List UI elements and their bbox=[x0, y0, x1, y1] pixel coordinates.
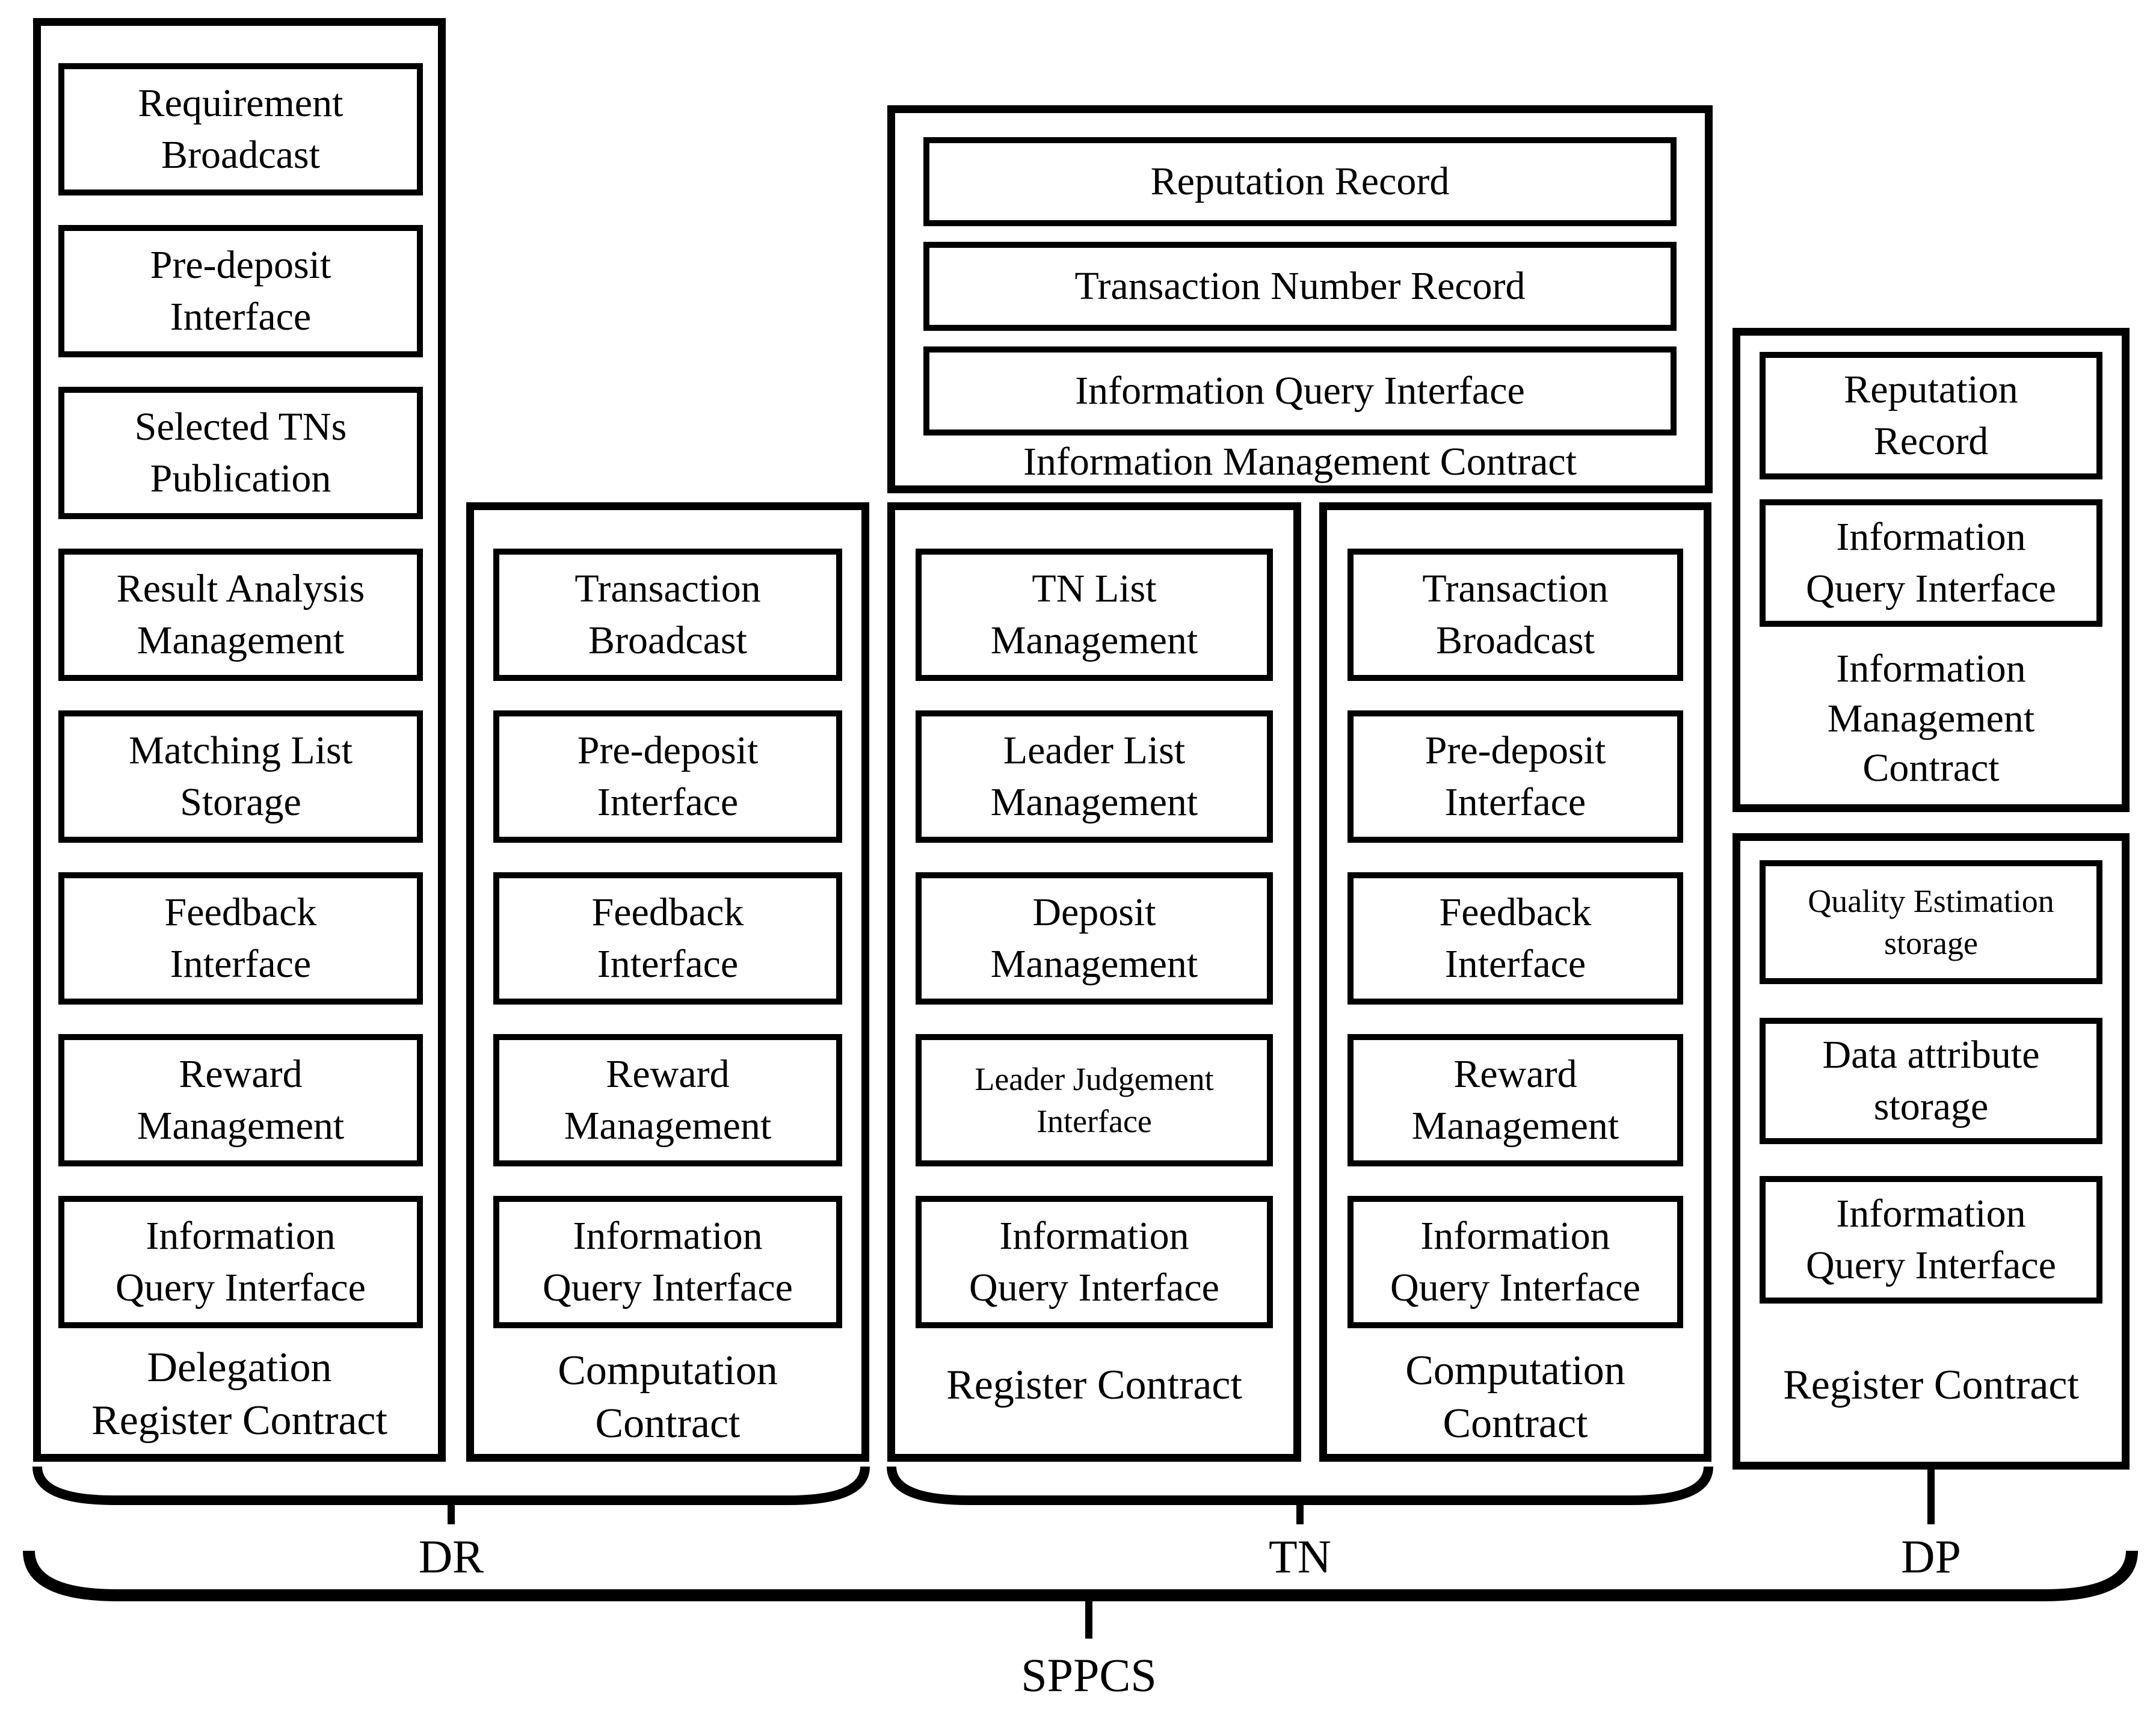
box-reputation-record-dp: Reputation Record bbox=[1760, 352, 2102, 479]
box-pre-deposit-interface-dr: Pre-deposit Interface bbox=[58, 225, 423, 357]
group-label-dp: DP bbox=[1901, 1530, 1961, 1583]
box-pre-deposit-interface-dr2: Pre-deposit Interface bbox=[493, 710, 842, 843]
box-information-query-interface-tn2: Information Query Interface bbox=[1348, 1196, 1683, 1328]
group-label-dr: DR bbox=[418, 1530, 484, 1583]
group-label-tn: TN bbox=[1269, 1530, 1331, 1583]
box-deposit-management: Deposit Management bbox=[916, 872, 1273, 1005]
label-register-contract-dp: Register Contract bbox=[1783, 1361, 2079, 1408]
box-data-attribute-storage: Data attribute storage bbox=[1760, 1018, 2102, 1144]
box-selected-tns-publication: Selected TNs Publication bbox=[58, 387, 423, 519]
box-reward-management-dr2: Reward Management bbox=[493, 1034, 842, 1166]
box-information-query-interface-dp: Information Query Interface bbox=[1760, 1176, 2102, 1304]
box-feedback-interface-tn: Feedback Interface bbox=[1348, 872, 1683, 1005]
box-quality-estimation-storage: Quality Estimation storage bbox=[1760, 860, 2102, 984]
box-transaction-broadcast-tn: Transaction Broadcast bbox=[1348, 549, 1683, 681]
box-information-query-interface-dr2: Information Query Interface bbox=[493, 1196, 842, 1328]
label-delegation-register-contract: Delegation Register Contract bbox=[91, 1344, 387, 1444]
box-tn-list-management: TN List Management bbox=[916, 549, 1273, 681]
box-reward-management-tn: Reward Management bbox=[1348, 1034, 1683, 1166]
box-reputation-record-tn: Reputation Record bbox=[923, 137, 1677, 226]
tn-brace bbox=[887, 1466, 1713, 1505]
label-computation-contract-tn: Computation Contract bbox=[1405, 1347, 1625, 1447]
box-result-analysis-management: Result Analysis Management bbox=[58, 549, 423, 681]
box-feedback-interface-dr2: Feedback Interface bbox=[493, 872, 842, 1005]
box-pre-deposit-interface-tn: Pre-deposit Interface bbox=[1348, 710, 1683, 843]
box-leader-judgement-interface: Leader Judgement Interface bbox=[916, 1034, 1273, 1166]
label-register-contract-tn: Register Contract bbox=[946, 1361, 1242, 1408]
label-computation-contract-dr: Computation Contract bbox=[558, 1347, 778, 1447]
box-reward-management-dr: Reward Management bbox=[58, 1034, 423, 1166]
box-matching-list-storage: Matching List Storage bbox=[58, 710, 423, 843]
box-requirement-broadcast: Requirement Broadcast bbox=[58, 63, 423, 196]
box-leader-list-management: Leader List Management bbox=[916, 710, 1273, 843]
label-information-management-contract-dp: Information Management Contract bbox=[1827, 647, 2035, 790]
group-label-sppcs: SPPCS bbox=[1021, 1649, 1157, 1701]
box-information-query-interface-tn-top: Information Query Interface bbox=[923, 346, 1677, 436]
box-feedback-interface-dr: Feedback Interface bbox=[58, 872, 423, 1005]
box-information-query-interface-tn: Information Query Interface bbox=[916, 1196, 1273, 1328]
box-transaction-number-record: Transaction Number Record bbox=[923, 242, 1677, 331]
label-information-management-contract-tn: Information Management Contract bbox=[1023, 439, 1577, 484]
dr-brace bbox=[32, 1466, 870, 1505]
box-information-query-interface-dp-top: Information Query Interface bbox=[1760, 499, 2102, 627]
box-transaction-broadcast-dr: Transaction Broadcast bbox=[493, 549, 842, 681]
box-information-query-interface-dr: Information Query Interface bbox=[58, 1196, 423, 1328]
sppcs-brace bbox=[23, 1550, 2138, 1601]
